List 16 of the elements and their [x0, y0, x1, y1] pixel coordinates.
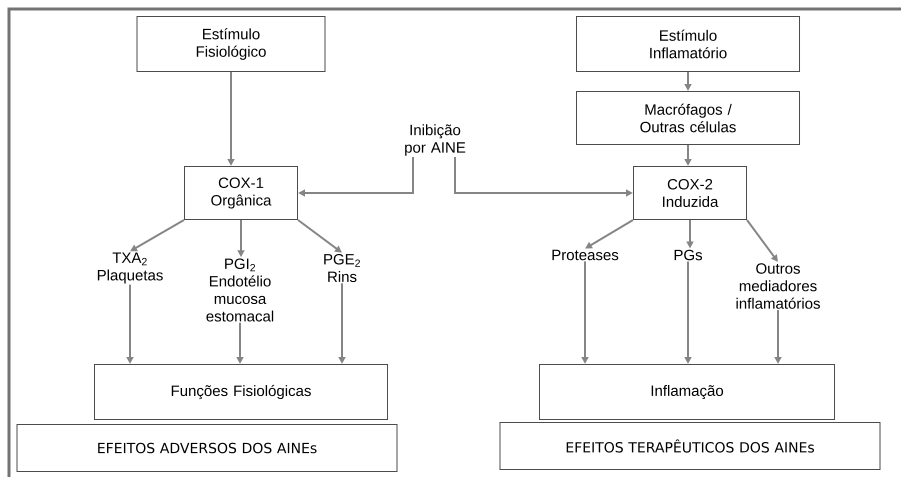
text-label: PGI$_{2}$ Endotélio mucosa estomacal: [206, 258, 274, 322]
effect-box: EFEITOS TERAPÊUTICOS DOS AINEs: [500, 422, 880, 470]
process-box: Inflamação: [539, 364, 836, 420]
text-label: Proteases: [552, 250, 618, 260]
text-label: PGE$_{2}$ Rins: [324, 254, 360, 282]
text-label: Outros mediadores inflamatórios: [736, 263, 820, 309]
effect-box: EFEITOS ADVERSOS DOS AINEs: [16, 424, 398, 472]
process-box: COX-1 Orgânica: [184, 166, 298, 220]
process-box: Estímulo Fisiológico: [136, 16, 326, 72]
process-box: Macrófagos / Outras células: [576, 91, 800, 145]
process-box: COX-2 Induzida: [633, 166, 747, 220]
process-box: Funções Fisiológicas: [94, 364, 388, 420]
text-label: TXA$_{2}$ Plaquetas: [98, 252, 163, 284]
text-label: Inibição por AINE: [405, 124, 466, 156]
process-box: Estímulo Inflamatório: [576, 16, 800, 72]
text-label: PGs: [674, 250, 702, 260]
